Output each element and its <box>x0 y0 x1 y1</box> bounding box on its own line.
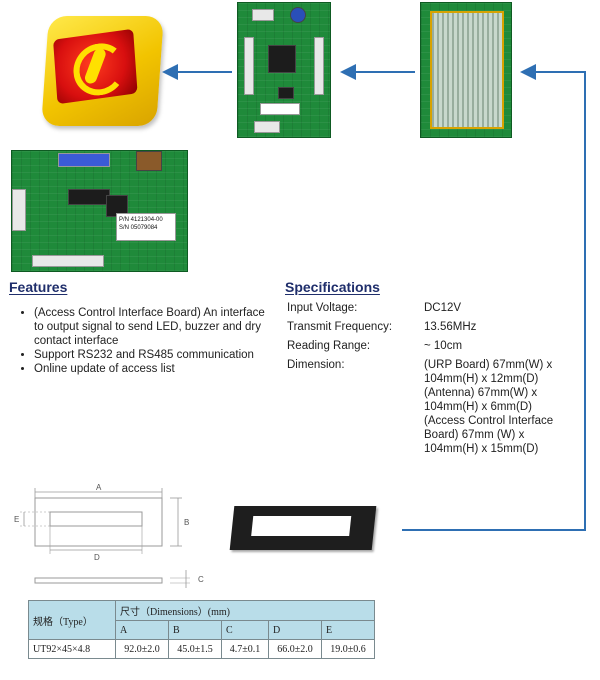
label-b: B <box>184 518 189 527</box>
value-cell: 19.0±0.6 <box>320 639 376 659</box>
value-cell: 92.0±2.0 <box>115 639 169 659</box>
relay <box>136 151 162 171</box>
part-number-label: P/N 4121304-00 <box>119 217 163 223</box>
connector <box>12 189 26 231</box>
value-cell: 66.0±2.0 <box>268 639 322 659</box>
features-list: (Access Control Interface Board) An inte… <box>20 306 274 376</box>
buzzer-icon <box>290 7 306 23</box>
connector <box>244 37 254 95</box>
value-cell: 4.7±0.1 <box>220 639 270 659</box>
table-row: UT92×45×4.8 92.0±2.0 45.0±1.5 4.7±0.1 66… <box>28 639 376 659</box>
frame-window <box>251 516 352 536</box>
urp-board-image <box>237 2 331 138</box>
specifications-heading: Specifications <box>285 279 380 295</box>
spec-label: Reading Range: <box>287 340 371 352</box>
spec-value: ~ 10cm <box>424 340 463 352</box>
chip <box>268 45 296 73</box>
label-a: A <box>96 483 102 492</box>
feature-item: Support RS232 and RS485 communication <box>34 348 274 362</box>
dimension-drawing: A B E D C <box>14 483 204 588</box>
type-header: 规格（Type） <box>28 600 116 640</box>
dimensions-header: 尺寸（Dimensions）(mm) <box>115 600 375 621</box>
connector <box>314 37 324 95</box>
interface-board-image: P/N 4121304-00 S/N 05079084 <box>11 150 188 272</box>
serial-label: P/N 4121304-00 S/N 05079084 <box>116 213 176 241</box>
label-c: C <box>198 575 204 584</box>
dimensions-table: 规格（Type） 尺寸（Dimensions）(mm) A B C D E UT… <box>28 600 376 659</box>
chip <box>278 87 294 99</box>
label-e: E <box>14 515 19 524</box>
feature-item: Online update of access list <box>34 362 274 376</box>
terminal-block <box>58 153 110 167</box>
connector <box>252 9 274 21</box>
antenna-coil <box>430 11 504 129</box>
column-header: B <box>167 620 222 640</box>
gasket-frame-image <box>229 506 377 550</box>
arrow-to-antenna <box>402 64 586 531</box>
value-cell: 45.0±1.5 <box>167 639 222 659</box>
spec-label: Input Voltage: <box>287 302 358 314</box>
spec-label: Dimension: <box>287 359 345 371</box>
column-header: E <box>320 620 376 640</box>
feature-item: (Access Control Interface Board) An inte… <box>34 306 274 348</box>
label-sticker <box>260 103 300 115</box>
features-heading: Features <box>9 279 68 295</box>
column-header: A <box>115 620 169 640</box>
column-header: D <box>268 620 322 640</box>
type-cell: UT92×45×4.8 <box>28 639 116 659</box>
spec-value: (URP Board) 67mm(W) x 104mm(H) x 12mm(D)… <box>424 359 554 455</box>
spec-label: Transmit Frequency: <box>287 321 393 333</box>
column-header: C <box>220 620 270 640</box>
spec-value: 13.56MHz <box>424 321 477 333</box>
label-d: D <box>94 553 100 562</box>
spec-value: DC12V <box>424 302 462 314</box>
antenna-board-image <box>420 2 512 138</box>
connector <box>32 255 104 267</box>
connector <box>254 121 280 133</box>
serial-number-label: S/N 05079084 <box>119 225 158 231</box>
